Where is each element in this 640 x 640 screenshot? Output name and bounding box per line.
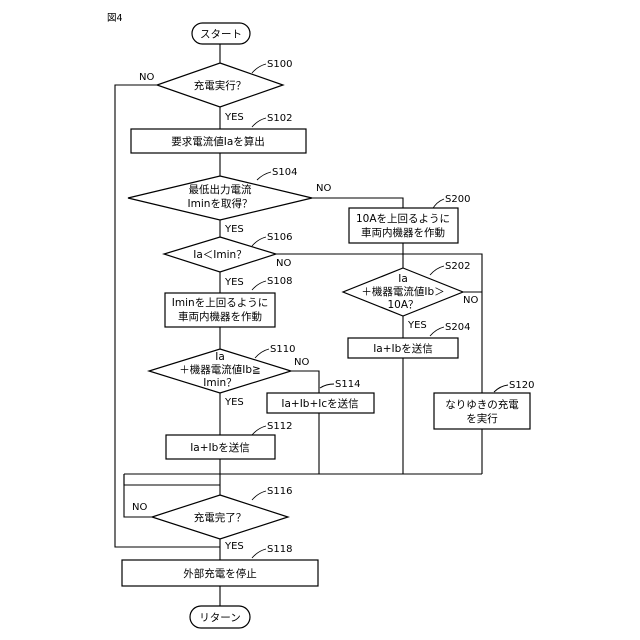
step-text: Ia+Ib+Icを送信: [281, 397, 358, 410]
step-text: なりゆきの充電: [445, 398, 519, 411]
yes-label-s100: YES: [224, 112, 244, 123]
step-id-s112: S112: [267, 421, 292, 432]
decision-s202: Ia ＋機器電流値Ib＞ 10A？: [343, 268, 463, 316]
process-s120: なりゆきの充電 を実行: [434, 393, 530, 429]
step-text: 10Aを上回るように: [356, 213, 450, 225]
no-label-s104: NO: [316, 183, 331, 194]
step-id-s102: S102: [267, 113, 292, 124]
yes-label-s110: YES: [224, 397, 244, 408]
step-id-s200: S200: [445, 194, 470, 205]
process-s118: 外部充電を停止: [122, 560, 318, 586]
yes-label-s104: YES: [224, 224, 244, 235]
step-id-s104: S104: [272, 167, 297, 178]
step-id-s120: S120: [509, 380, 534, 391]
step-text: Iminを取得？: [188, 198, 253, 210]
step-text: 要求電流値Iaを算出: [171, 135, 265, 148]
step-text: Ia+Ibを送信: [373, 342, 433, 355]
step-id-s118: S118: [267, 544, 292, 555]
step-id-s202: S202: [445, 261, 470, 272]
step-text: Imin？: [203, 377, 236, 389]
step-id-s114: S114: [335, 379, 360, 390]
no-label-s202: NO: [463, 295, 478, 306]
process-s200: 10Aを上回るように 車両内機器を作動: [349, 208, 458, 243]
yes-label-s106: YES: [224, 277, 244, 288]
step-text: を実行: [466, 412, 498, 425]
end-terminal: リターン: [190, 606, 250, 628]
step-text: 車両内機器を作動: [178, 310, 262, 323]
figure-label: 図4: [107, 13, 123, 24]
decision-s116: 充電完了？: [152, 495, 288, 539]
step-text: 最低出力電流: [189, 183, 252, 196]
step-id-s108: S108: [267, 276, 292, 287]
process-s108: Iminを上回るように 車両内機器を作動: [165, 293, 275, 327]
step-text: 充電実行？: [194, 79, 247, 92]
no-label-s106: NO: [276, 258, 291, 269]
step-id-s100: S100: [267, 59, 292, 70]
no-label-s100: NO: [139, 72, 154, 83]
process-s102: 要求電流値Iaを算出: [131, 129, 306, 153]
end-label: リターン: [199, 612, 240, 624]
decision-s100: 充電実行？: [157, 63, 283, 107]
step-text: Ia: [215, 351, 225, 363]
step-text: Ia+Ibを送信: [190, 441, 250, 454]
process-s114: Ia+Ib+Icを送信: [267, 393, 374, 413]
start-label: スタート: [200, 29, 242, 41]
step-text: 外部充電を停止: [183, 567, 257, 580]
step-text: 10A？: [387, 299, 418, 311]
decision-s110: Ia ＋機器電流値Ib≧ Imin？: [149, 349, 291, 393]
step-text: 車両内機器を作動: [361, 226, 445, 239]
step-text: Ia＜Imin？: [193, 249, 246, 261]
step-id-s204: S204: [445, 322, 470, 333]
step-id-s110: S110: [270, 344, 295, 355]
yes-label-s202: YES: [407, 320, 427, 331]
process-s112: Ia+Ibを送信: [166, 435, 275, 459]
process-s204: Ia+Ibを送信: [348, 338, 458, 358]
yes-label-s116: YES: [224, 541, 244, 552]
start-terminal: スタート: [192, 23, 250, 44]
decision-s106: Ia＜Imin？: [164, 237, 276, 272]
step-id-s106: S106: [267, 232, 292, 243]
decision-s104: 最低出力電流 Iminを取得？: [128, 176, 312, 220]
step-text: Iminを上回るように: [172, 297, 268, 309]
step-text: 充電完了？: [194, 511, 247, 524]
step-text: ＋機器電流値Ib≧: [179, 363, 261, 376]
step-text: Ia: [398, 273, 408, 285]
step-id-s116: S116: [267, 486, 292, 497]
no-label-s110: NO: [294, 357, 309, 368]
step-text: ＋機器電流値Ib＞: [361, 285, 444, 298]
no-label-s116: NO: [132, 502, 147, 513]
